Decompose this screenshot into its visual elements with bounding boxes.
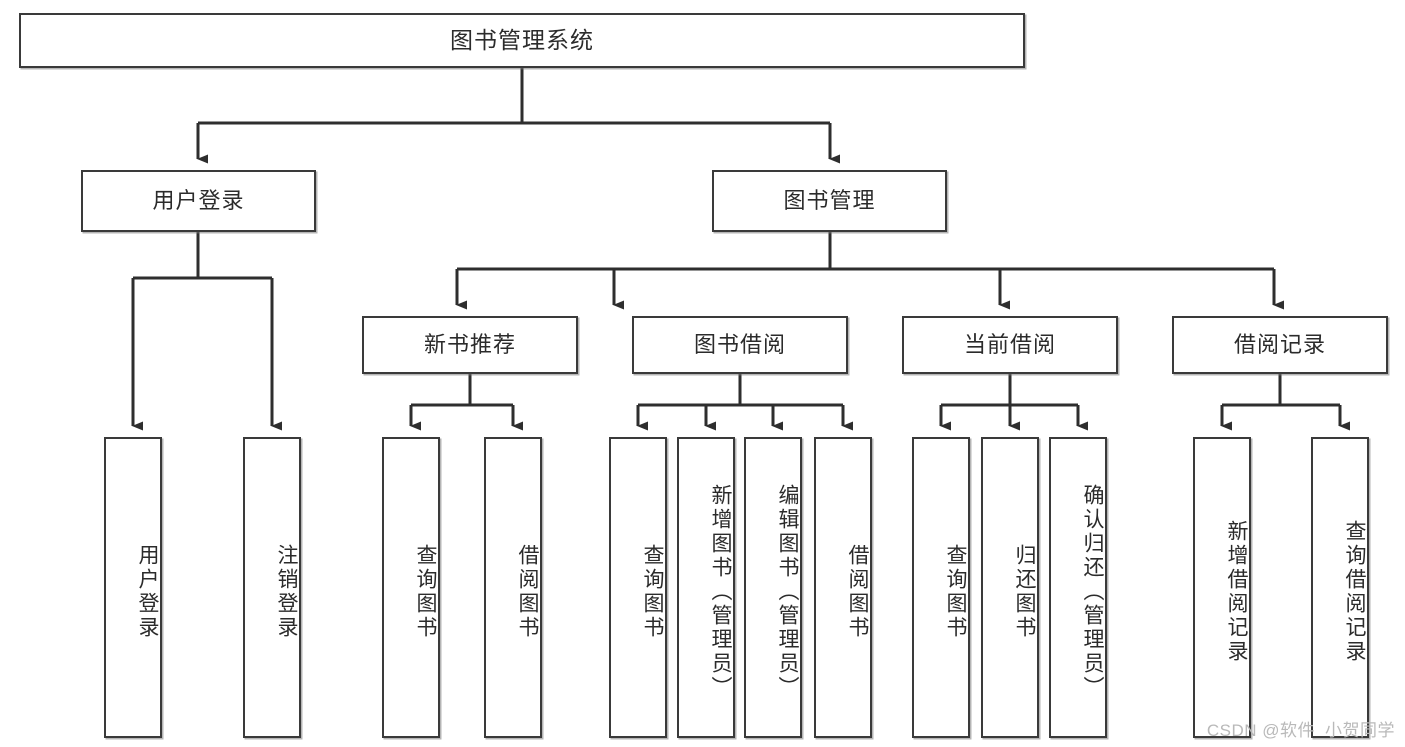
leaf-label: 查询图书 — [944, 543, 967, 640]
leaf-user-login-logout[interactable]: 注销登录 — [243, 437, 301, 738]
node-book-borrow[interactable]: 图书借阅 — [632, 316, 848, 374]
leaf-borrow-record-add[interactable]: 新增借阅记录 — [1193, 437, 1251, 738]
node-user-login[interactable]: 用户登录 — [81, 170, 316, 232]
leaf-new-book-borrow[interactable]: 借阅图书 — [484, 437, 542, 738]
leaf-label: 查询图书 — [641, 543, 664, 640]
leaf-borrow-record-query[interactable]: 查询借阅记录 — [1311, 437, 1369, 738]
leaf-label: 编辑图书（管理员） — [776, 483, 799, 700]
leaf-current-borrow-return[interactable]: 归还图书 — [981, 437, 1039, 738]
leaf-book-borrow-query[interactable]: 查询图书 — [609, 437, 667, 738]
node-root-system[interactable]: 图书管理系统 — [19, 13, 1025, 68]
leaf-label: 查询借阅记录 — [1343, 519, 1366, 664]
watermark-text: CSDN @软件_小贺同学 — [1206, 721, 1395, 740]
leaf-label: 借阅图书 — [846, 543, 869, 640]
leaf-label: 查询图书 — [414, 543, 437, 640]
leaf-user-login-login[interactable]: 用户登录 — [104, 437, 162, 738]
leaf-label: 新增借阅记录 — [1225, 519, 1248, 664]
node-book-management[interactable]: 图书管理 — [712, 170, 947, 232]
leaf-label: 用户登录 — [136, 543, 159, 640]
leaf-label: 归还图书 — [1013, 543, 1036, 640]
node-borrow-record[interactable]: 借阅记录 — [1172, 316, 1388, 374]
node-current-borrow[interactable]: 当前借阅 — [902, 316, 1118, 374]
leaf-label: 确认归还（管理员） — [1081, 483, 1104, 700]
leaf-book-borrow-borrow[interactable]: 借阅图书 — [814, 437, 872, 738]
leaf-new-book-query[interactable]: 查询图书 — [382, 437, 440, 738]
node-new-book-recommend[interactable]: 新书推荐 — [362, 316, 578, 374]
leaf-book-borrow-add[interactable]: 新增图书（管理员） — [677, 437, 735, 738]
leaf-label: 借阅图书 — [516, 543, 539, 640]
leaf-book-borrow-edit[interactable]: 编辑图书（管理员） — [744, 437, 802, 738]
leaf-label: 新增图书（管理员） — [709, 483, 732, 700]
leaf-current-borrow-confirm-return[interactable]: 确认归还（管理员） — [1049, 437, 1107, 738]
leaf-current-borrow-query[interactable]: 查询图书 — [912, 437, 970, 738]
leaf-label: 注销登录 — [275, 543, 298, 640]
